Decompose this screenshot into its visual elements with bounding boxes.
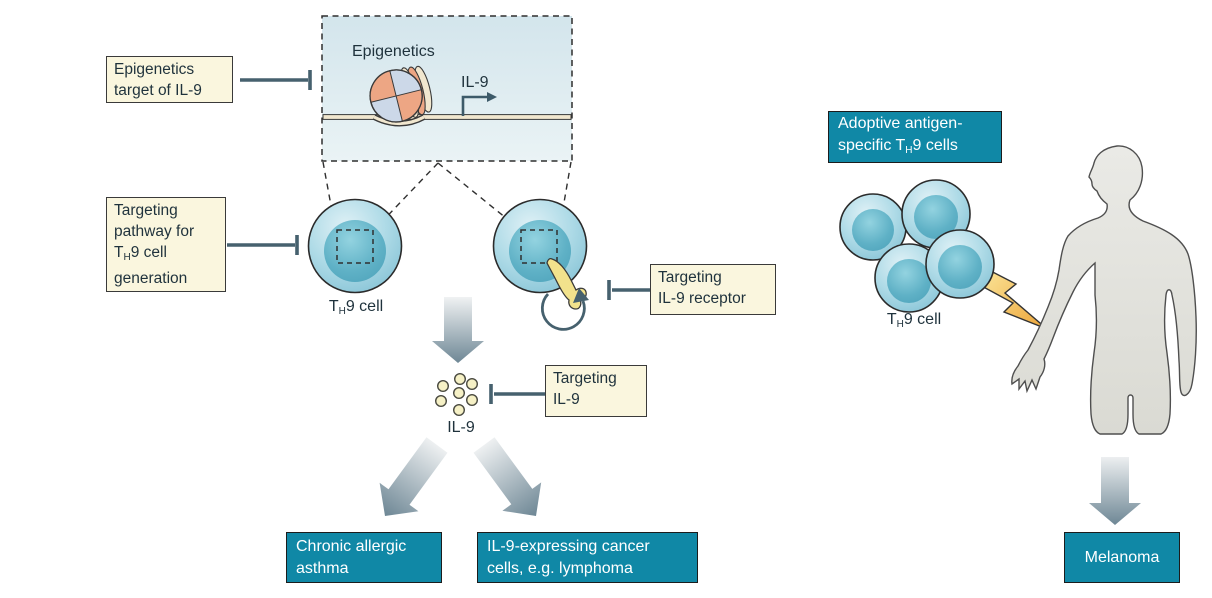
inhibitor-epigenetics	[240, 70, 312, 90]
epigenetics-zoom-panel	[321, 15, 573, 162]
outcome-asthma: Chronic allergic asthma	[286, 532, 442, 583]
cell-nucleus	[324, 220, 386, 282]
outcome-melanoma: Melanoma	[1064, 532, 1180, 583]
block-arrow-asthma-icon	[379, 437, 448, 516]
th9-cluster-label: TH9 cell	[886, 311, 942, 330]
il9-dots-icon	[435, 373, 479, 417]
human-silhouette	[1011, 145, 1197, 435]
label-line: Chronic allergic	[296, 537, 407, 555]
label-line: generation	[114, 270, 188, 287]
label-targeting-pathway: Targeting pathway for TH9 cell generatio…	[106, 197, 226, 292]
label-line: target of IL-9	[114, 82, 202, 99]
label-line: Targeting	[553, 370, 617, 387]
label-targeting-il9: Targeting IL-9	[545, 365, 647, 417]
outcome-cancer: IL-9-expressing cancer cells, e.g. lymph…	[477, 532, 698, 583]
cluster-cell	[925, 229, 995, 299]
label-epigenetics-target: Epigenetics target of IL-9	[106, 56, 233, 103]
label-line: cells, e.g. lymphoma	[487, 559, 633, 577]
adoptive-th9-box: Adoptive antigen- specific TH9 cells	[828, 111, 1002, 163]
nucleus-dashed-square	[336, 229, 374, 264]
label-line: TH9 cell	[114, 244, 167, 263]
inhibitor-receptor	[607, 280, 650, 300]
th9-cell-left-label: TH9 cell	[328, 298, 384, 317]
label-line: specific TH9 cells	[838, 136, 958, 156]
th9-cell-cluster	[839, 179, 995, 313]
autocrine-arrow-icon	[540, 288, 589, 331]
block-arrow-down-icon	[432, 297, 484, 363]
gene-label: IL-9	[461, 74, 489, 91]
label-line: IL-9	[553, 391, 580, 408]
inhibitor-pathway	[227, 235, 299, 255]
th9-cell-right	[492, 198, 588, 294]
label-line: Targeting	[114, 202, 178, 219]
cluster-cell	[839, 193, 907, 261]
label-line: Melanoma	[1084, 548, 1160, 566]
transcription-arrow-icon	[461, 92, 497, 116]
label-line: IL-9-expressing cancer	[487, 537, 650, 555]
inhibitor-il9	[489, 384, 545, 404]
label-line: asthma	[296, 559, 349, 577]
label-line: Targeting	[658, 269, 722, 286]
block-arrow-melanoma-icon	[1089, 457, 1141, 525]
label-line: IL-9 receptor	[658, 290, 746, 307]
block-arrow-cancer-icon	[473, 437, 542, 516]
label-targeting-il9-receptor: Targeting IL-9 receptor	[650, 264, 776, 315]
label-line: Epigenetics	[114, 61, 195, 78]
dna-strand	[322, 114, 572, 120]
label-line: pathway for	[114, 223, 195, 240]
nucleosome-icon	[369, 65, 433, 123]
panel-title: Epigenetics	[352, 43, 435, 60]
il9-dots-label: IL-9	[447, 419, 475, 436]
nucleus-dashed-square	[520, 229, 558, 264]
label-line: Adoptive antigen-	[838, 114, 963, 132]
th9-cell-left	[307, 198, 403, 294]
